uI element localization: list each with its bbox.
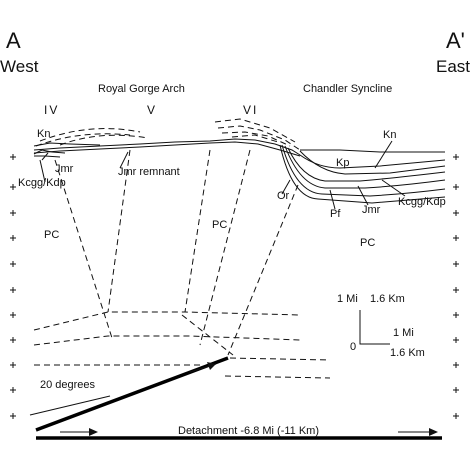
pc-left-label: PC xyxy=(44,229,59,241)
chandler-syncline-label: Chandler Syncline xyxy=(303,83,392,95)
pf-label: Pf xyxy=(330,208,341,220)
surface-profile xyxy=(33,138,301,158)
subsurface-layers xyxy=(33,311,331,379)
kn-left-label: Kn xyxy=(37,128,50,140)
or-label: Or xyxy=(277,190,290,202)
scale-vert-km: 1.6 Km xyxy=(370,293,405,305)
motion-arrows xyxy=(60,362,438,436)
pc-right-label: PC xyxy=(360,237,375,249)
scale-zero: 0 xyxy=(350,341,356,353)
syncline-layers xyxy=(279,144,446,204)
label-leaders xyxy=(39,140,406,210)
eroded-layer-projections xyxy=(35,118,301,151)
section-start-letter: A xyxy=(6,28,21,53)
angle-leader xyxy=(29,395,111,416)
zone-vi-label: VI xyxy=(243,103,258,117)
jmr-right-label: Jmr xyxy=(362,204,381,216)
kn-right-label: Kn xyxy=(383,129,396,141)
zone-iv-label: IV xyxy=(44,103,59,117)
kcgg-right-label: Kcgg/Kdp xyxy=(398,196,446,208)
kcgg-left-label: Kcgg/Kdp xyxy=(18,177,66,189)
kp-label: Kp xyxy=(336,157,349,169)
section-end-letter: A' xyxy=(446,28,465,53)
zone-v-label: V xyxy=(147,103,157,117)
fault-projections xyxy=(54,149,299,356)
pc-mid-label: PC xyxy=(212,219,227,231)
angle-label: 20 degrees xyxy=(40,379,96,391)
detachment-label: Detachment -6.8 Mi (-11 Km) xyxy=(178,425,319,437)
scale-horiz-km: 1.6 Km xyxy=(390,347,425,359)
jmr-left-label: Jmr xyxy=(55,163,74,175)
scale-vert-mi: 1 Mi xyxy=(337,293,358,305)
scale-horiz-mi: 1 Mi xyxy=(393,327,414,339)
left-margin-ticks xyxy=(10,154,16,419)
east-label: East xyxy=(436,57,470,76)
scale-bar: 1 Mi 1.6 Km 0 1 Mi 1.6 Km xyxy=(337,293,425,359)
west-label: West xyxy=(0,57,39,76)
jmr-remnant-label: Jmr remnant xyxy=(118,166,180,178)
right-margin-ticks xyxy=(453,154,459,419)
royal-gorge-arch-label: Royal Gorge Arch xyxy=(98,83,185,95)
